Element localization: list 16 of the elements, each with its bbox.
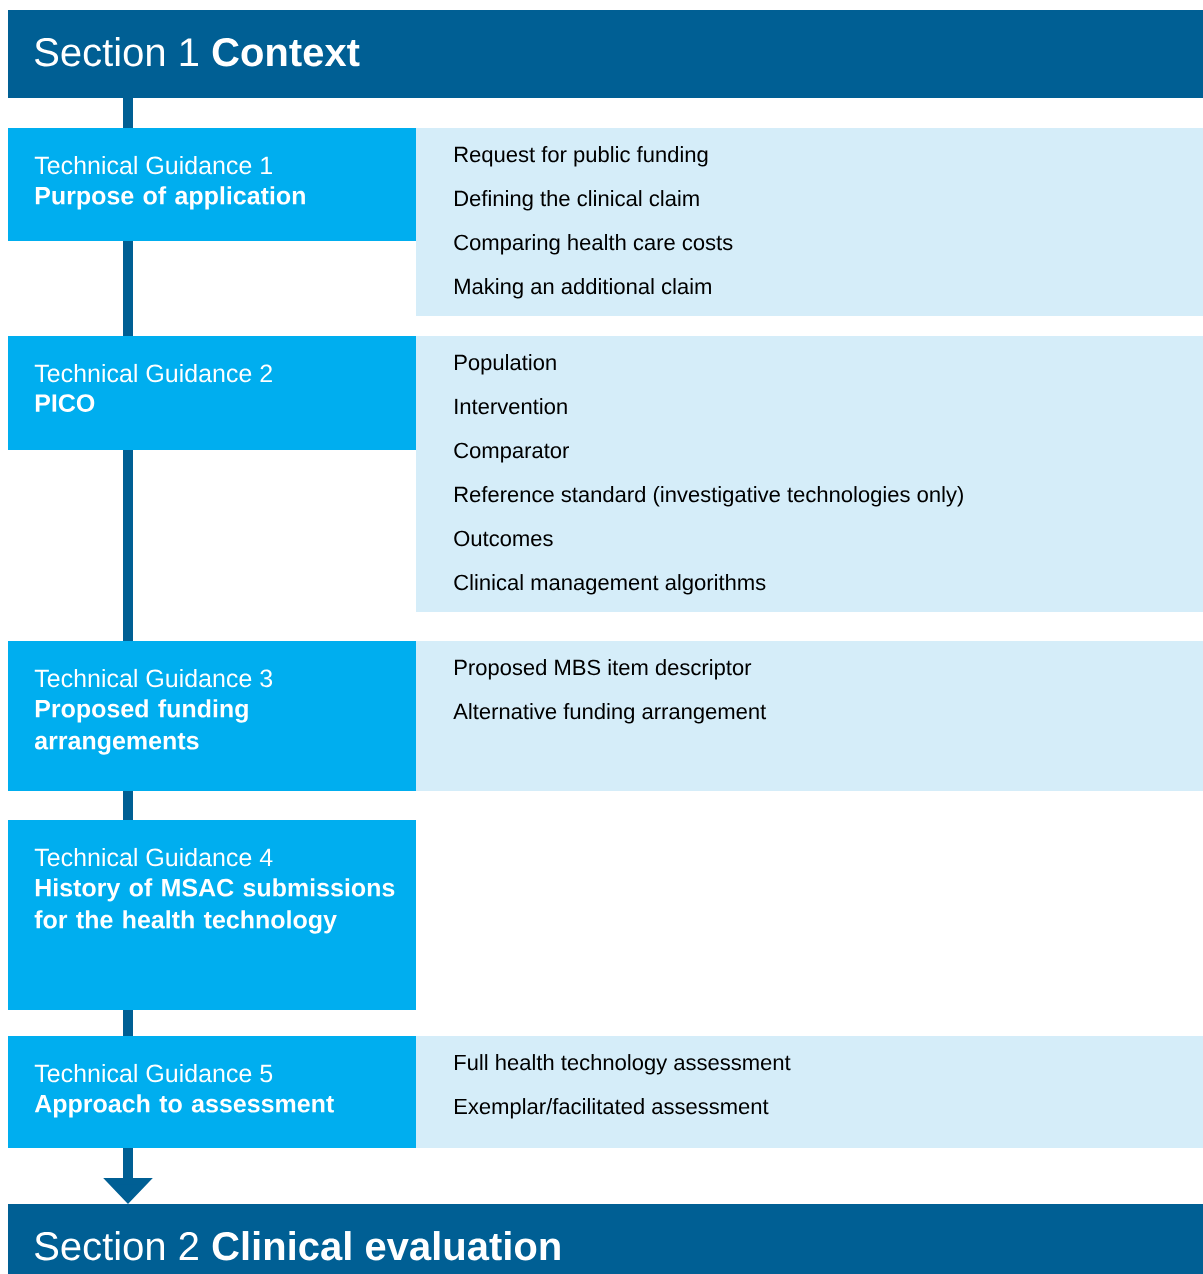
topic-panel: Full health technology assessment Exemplar/facilitated assessment	[416, 1036, 1203, 1148]
topic-panel: Request for public funding Defining the clinical claim Comparing health care costs Making an additional claim	[416, 128, 1203, 316]
connector-line	[123, 450, 133, 641]
connector-line	[123, 241, 133, 336]
guidance-box: Technical Guidance 1 Purpose of application	[8, 128, 416, 241]
section-banner: Section 2 Clinical evaluation	[8, 1204, 1203, 1274]
connector-line	[123, 791, 133, 820]
guidance-box: Technical Guidance 2 PICO	[8, 336, 416, 450]
guidance-box: Technical Guidance 5 Approach to assessment	[8, 1036, 416, 1148]
connector-line	[123, 98, 133, 128]
guidance-box: Technical Guidance 3 Proposed funding arrangements	[8, 641, 416, 791]
guidance-box: Technical Guidance 4 History of MSAC submissions for the health technology	[8, 820, 416, 1010]
connector-line	[123, 1010, 133, 1036]
topic-panel: Population Intervention Comparator Reference standard (investigative technologies only) Outcomes Clinical management algorithms	[416, 336, 1203, 612]
section-banner: Section 1 Context	[8, 10, 1203, 98]
topic-panel: Proposed MBS item descriptor Alternative funding arrangement	[416, 641, 1203, 791]
